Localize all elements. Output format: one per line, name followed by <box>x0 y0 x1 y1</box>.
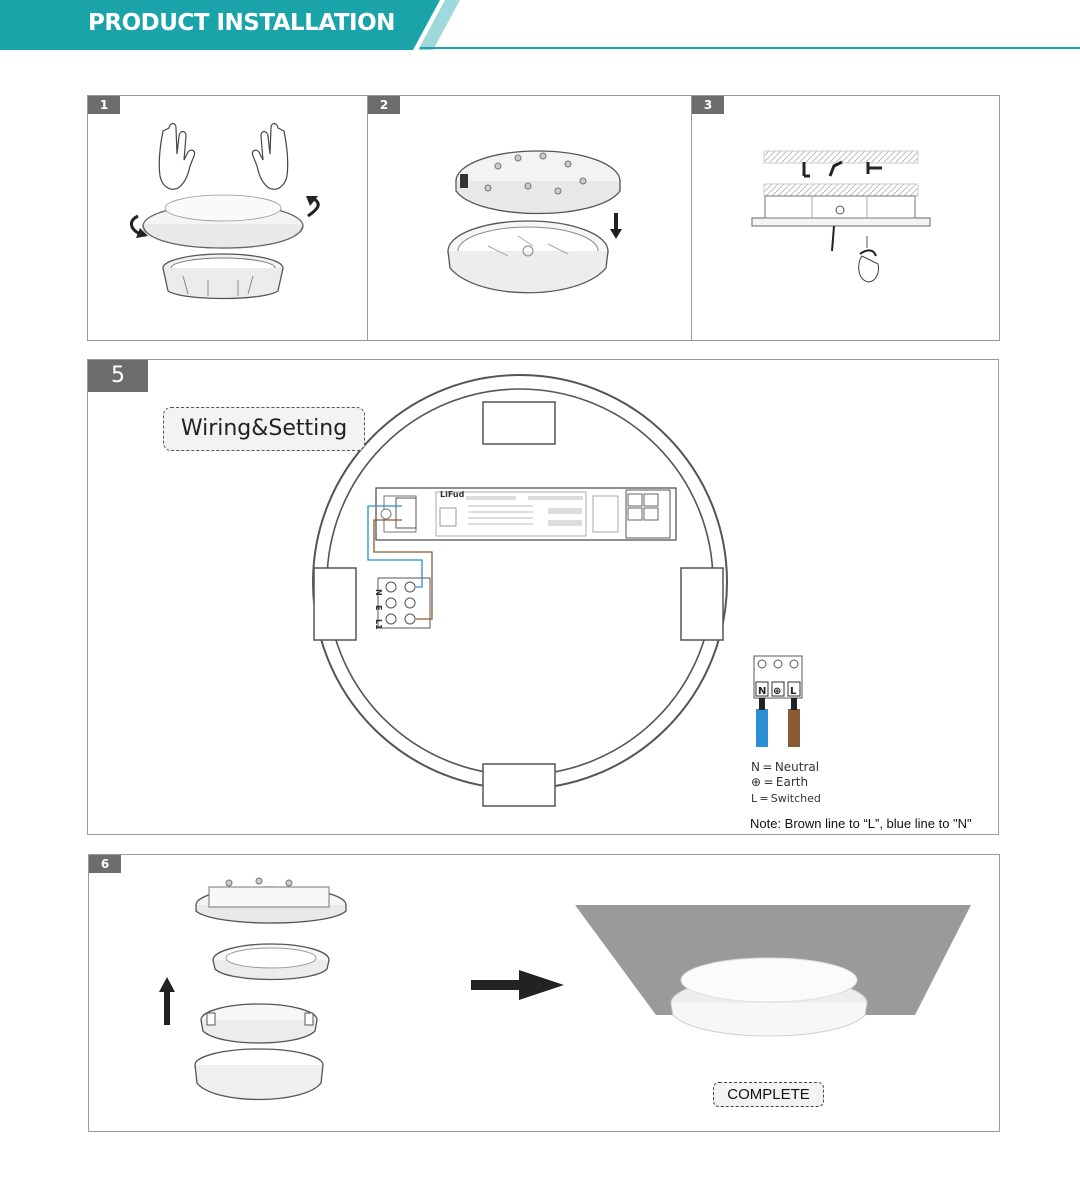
step-1-panel: 1 <box>87 95 368 341</box>
complete-label: COMPLETE <box>713 1082 824 1107</box>
step-number: 6 <box>89 855 121 873</box>
neutral-wire <box>756 709 768 747</box>
step-number: 1 <box>88 96 120 114</box>
separate-base-illustration <box>447 150 622 294</box>
connector-label-l: L <box>790 686 797 697</box>
connector-label-earth: ⊕ <box>773 686 781 697</box>
driver-brand: LiFud <box>440 490 465 499</box>
header-banner <box>0 0 460 50</box>
step-number: 2 <box>368 96 400 114</box>
legend-switched: L = Switched <box>751 792 821 805</box>
legend-earth: ⊕ = Earth <box>751 775 809 789</box>
header-divider <box>420 47 1080 49</box>
wiring-note: Note: Brown line to “L”, blue line to "N… <box>750 816 972 831</box>
connector-label-n: N <box>758 686 766 697</box>
terminal-label-e: E <box>374 605 383 610</box>
step-2-panel: 2 <box>367 95 692 341</box>
step-3-panel: 3 <box>691 95 1000 341</box>
mount-ceiling-illustration <box>751 150 931 283</box>
remove-cover-illustration <box>130 122 320 300</box>
terminal-label-l1: L1 <box>374 619 383 630</box>
step-number: 3 <box>692 96 724 114</box>
page-title: PRODUCT INSTALLATION <box>88 10 395 36</box>
wiring-setting-label: Wiring&Setting <box>163 407 365 451</box>
assembly-illustration <box>159 877 971 1101</box>
legend-neutral: N = Neutral <box>751 760 820 774</box>
step-number: 5 <box>88 360 148 392</box>
wiring-diagram: LiFud N E L1 N ⊕ L <box>312 374 803 807</box>
terminal-label-n: N <box>374 589 383 596</box>
step-6-panel: 6 <box>88 854 1000 1132</box>
live-wire <box>788 709 800 747</box>
